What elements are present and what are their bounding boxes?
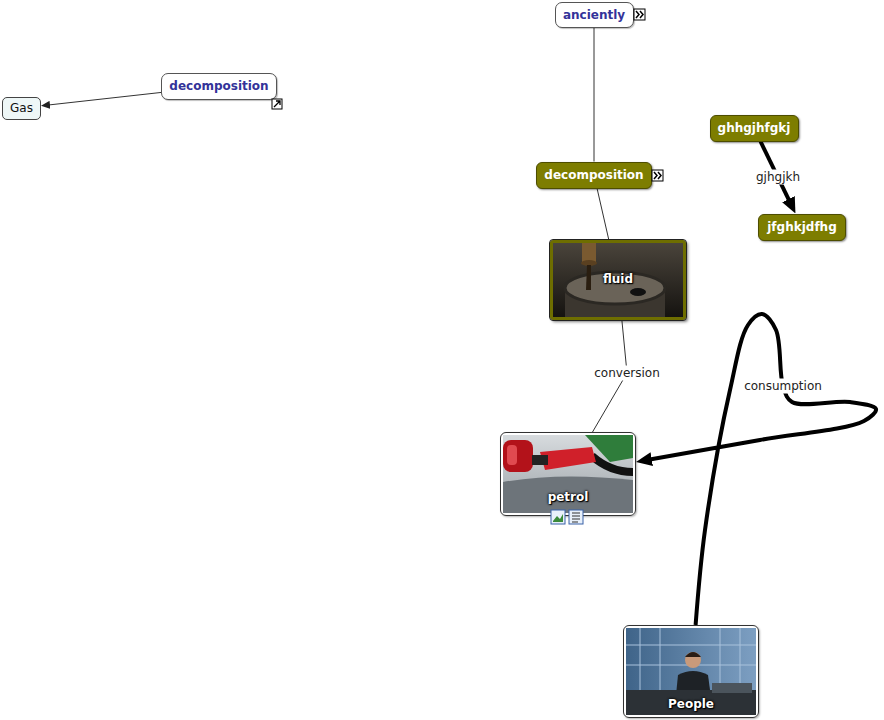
image-concept: fluid [550, 240, 686, 320]
concept-label: decomposition [544, 168, 643, 183]
connector [597, 189, 609, 241]
concept-box: jfghkjdfhg [758, 214, 846, 241]
concept-label: anciently [563, 8, 625, 23]
concept-label: decomposition [169, 79, 268, 94]
connector [48, 92, 161, 105]
concept-box: decomposition [536, 162, 652, 189]
connector [594, 28, 595, 162]
expand-icon [652, 170, 663, 181]
concept-label: ghhgjhfgkj [718, 121, 791, 136]
connector [650, 314, 876, 625]
concept-box: Gas [2, 97, 41, 120]
link-label: conversion [592, 366, 662, 381]
image-concept: petrol [500, 432, 636, 516]
link-label: gjhgjkh [754, 170, 802, 185]
document-resource-icon [569, 510, 583, 524]
oil-barrel-picture [553, 243, 683, 317]
expand-icon [634, 9, 645, 20]
concept-label: Gas [10, 101, 33, 116]
link-label: consumption [742, 379, 824, 394]
concept-label: fluid [553, 272, 683, 287]
link-icon [272, 99, 282, 109]
concept-box: decomposition [161, 73, 277, 100]
image-resource-icon [551, 510, 565, 524]
concept-label: jfghkjdfhg [767, 220, 837, 235]
concept-box: anciently [555, 2, 634, 28]
concept-label: petrol [501, 490, 635, 505]
image-concept: People [623, 625, 759, 718]
concept-label: People [624, 697, 758, 712]
concept-box: ghhgjhfgkj [710, 115, 799, 142]
